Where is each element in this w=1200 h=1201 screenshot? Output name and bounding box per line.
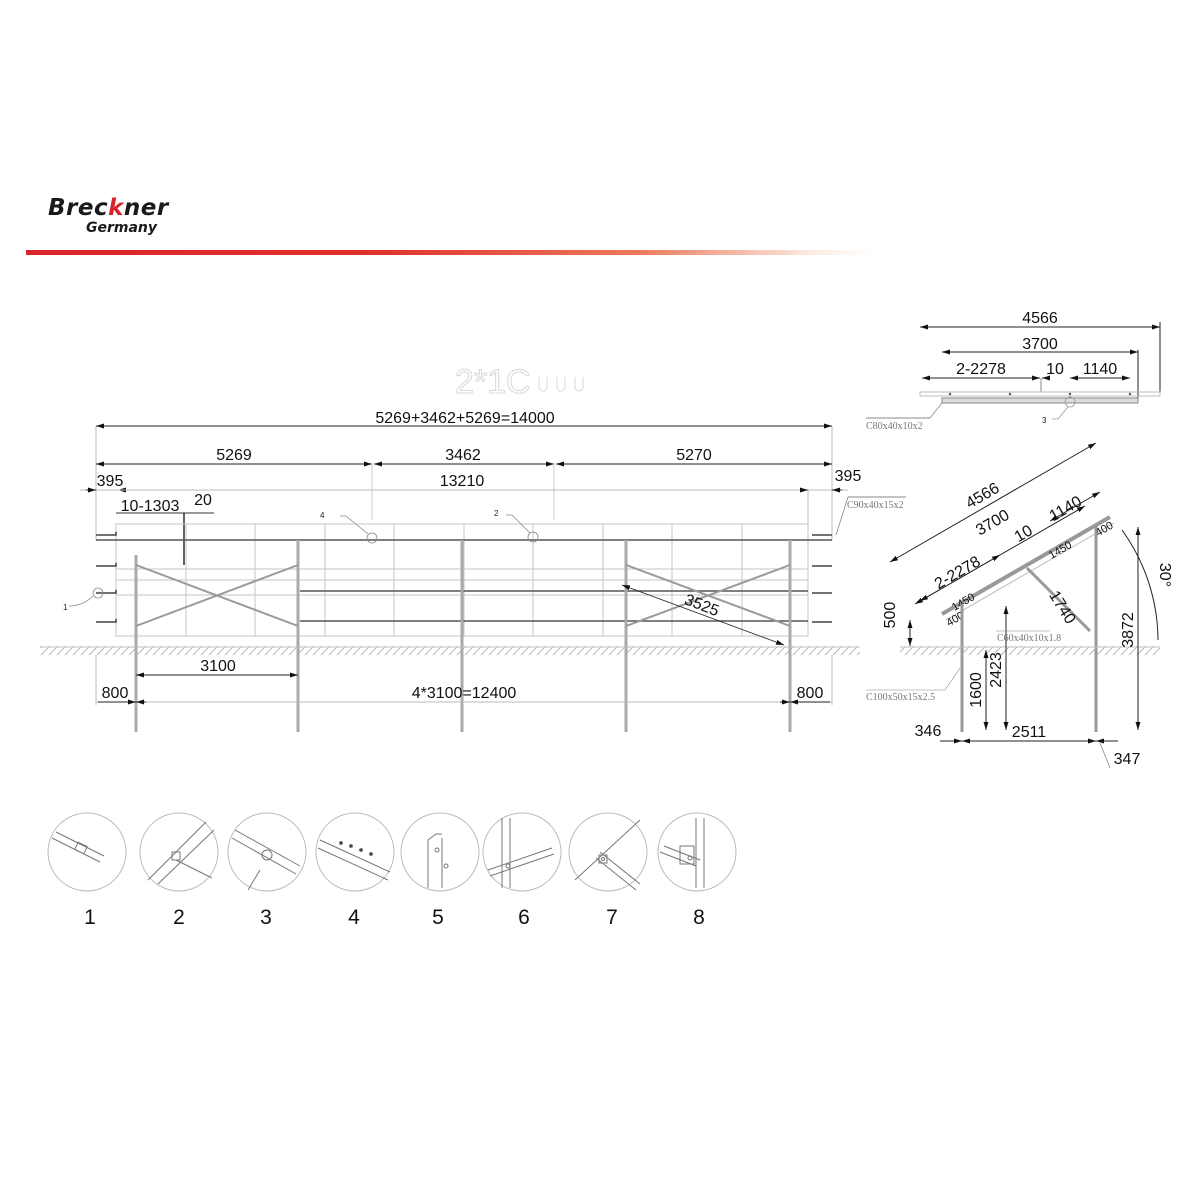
dim-front-post-height: 1600	[968, 672, 985, 708]
dim-side-segment-a: 2-2278	[932, 553, 984, 593]
detail-label-1: 1	[84, 906, 96, 929]
dim-side-rail-length: 3700	[973, 507, 1012, 540]
detail-label-3: 3	[260, 906, 272, 929]
dim-panel-gap: 20	[194, 492, 212, 509]
dim-side-brace-length: 1740	[1045, 588, 1078, 627]
dim-overhang-left: 395	[97, 473, 124, 490]
dim-overhang-right: 395	[835, 468, 862, 485]
callout-2: 2	[494, 509, 499, 518]
header-accent-line	[26, 250, 876, 255]
dim-bay-width: 3100	[200, 658, 236, 675]
brand-logo: Breckner Germany	[48, 196, 169, 236]
detail-views: 1 2 3 4 5 6 7 8	[47, 812, 737, 929]
brand-name: Breckner	[48, 195, 169, 221]
spec-post: C100x50x15x2.5	[866, 692, 935, 703]
brand-subtitle: Germany	[86, 220, 158, 236]
dim-side-gap: 10	[1012, 522, 1036, 546]
dim-segment-1: 5269	[216, 447, 252, 464]
dim-post-offset-left: 800	[102, 685, 129, 702]
dim-side-total: 4566	[963, 480, 1002, 513]
ground-hatch	[40, 647, 860, 655]
dim-front-clearance: 500	[882, 602, 899, 629]
dim-top-rail-length: 3700	[1022, 336, 1058, 353]
dim-segment-2: 3462	[445, 447, 481, 464]
dim-brace-length: 3525	[682, 591, 721, 620]
dim-segment-3: 5270	[676, 447, 712, 464]
dim-top-total: 4566	[1022, 310, 1058, 327]
dim-top-segment-b: 1140	[1083, 361, 1118, 378]
callout-3: 3	[1042, 416, 1047, 425]
dim-top-gap: 10	[1046, 361, 1064, 378]
dim-post-span: 4*3100=12400	[412, 685, 517, 702]
dim-rear-post-height: 2423	[988, 652, 1005, 688]
detail-label-6: 6	[518, 906, 530, 929]
watermark-glyphs	[538, 377, 584, 392]
callout-1: 1	[63, 603, 68, 612]
dim-total-length: 5269+3462+5269=14000	[375, 410, 554, 427]
dim-rear-overhang: 347	[1114, 751, 1141, 768]
dim-tilt-angle: 30°	[1156, 563, 1173, 587]
dim-post-spacing: 2511	[1012, 724, 1047, 741]
dim-side-segment-b: 1140	[1047, 493, 1085, 525]
detail-label-7: 7	[606, 906, 618, 929]
spec-rail-top: C80x40x10x2	[866, 421, 923, 432]
spec-rail-front: C90x40x15x2	[847, 500, 904, 511]
side-view: 4566 3700 2-2278 10 1140 1450 1450 400 4…	[866, 442, 1173, 769]
dim-front-overhang: 346	[915, 723, 942, 740]
dim-top-segment-a: 2-2278	[956, 361, 1006, 378]
dim-overall-height: 3872	[1120, 612, 1137, 648]
detail-label-8: 8	[693, 906, 705, 929]
detail-label-5: 5	[432, 906, 444, 929]
dim-panel-pitch: 10-1303	[121, 498, 180, 515]
watermark-text: 2*1C	[455, 363, 531, 401]
dim-inner-span: 13210	[440, 473, 485, 490]
callout-4: 4	[320, 511, 325, 520]
detail-label-2: 2	[173, 906, 185, 929]
dim-post-offset-right: 800	[797, 685, 824, 702]
detail-label-4: 4	[348, 906, 360, 929]
front-view: 5269+3462+5269=14000 5269 3462 5270 395 …	[40, 410, 906, 732]
top-view: 3 4566 3700 2-2278 10 1140 C80x40x10x2	[866, 310, 1161, 432]
dim-purlin-spacing-2: 1450	[1047, 539, 1074, 562]
spec-brace: C60x40x10x1.8	[997, 633, 1061, 644]
